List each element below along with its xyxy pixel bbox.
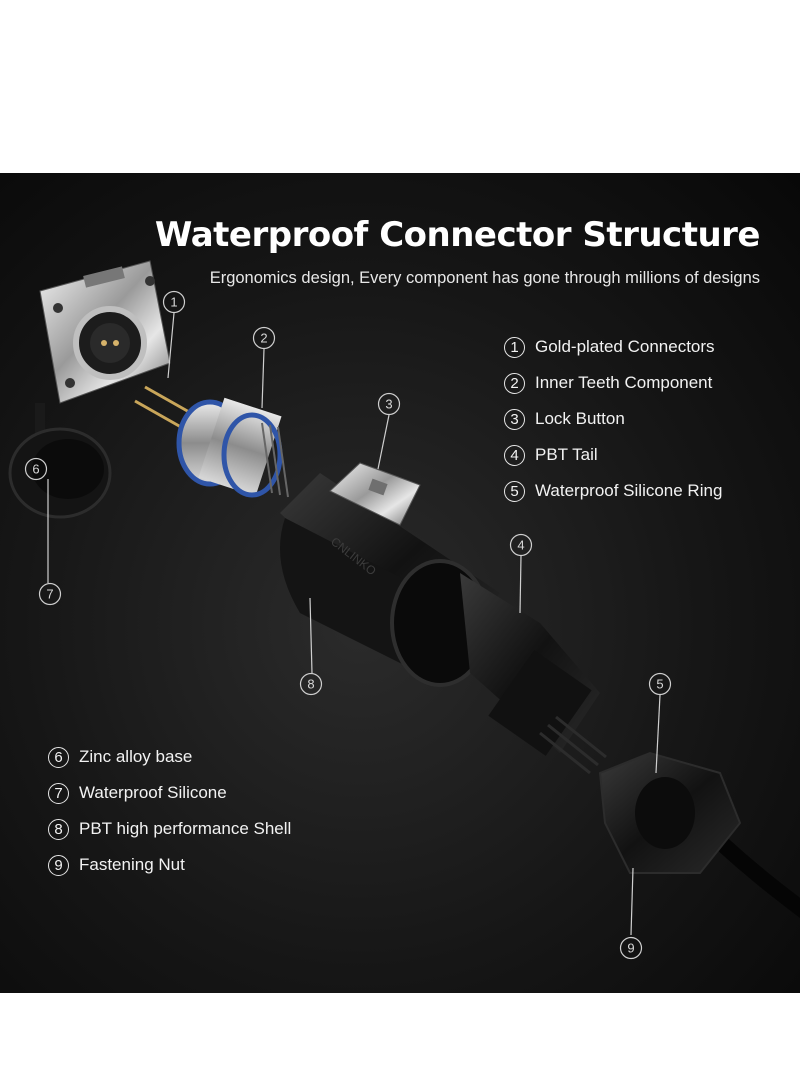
- callout-4: 4: [509, 533, 533, 557]
- legend-item: 7 Waterproof Silicone: [48, 775, 291, 811]
- legend-number: 1: [504, 336, 525, 358]
- legend-label: Zinc alloy base: [79, 747, 193, 766]
- callout-5: 5: [648, 672, 672, 696]
- legend-label: Inner Teeth Component: [535, 373, 713, 392]
- legend-number: 4: [504, 444, 525, 466]
- legend-label: PBT Tail: [535, 445, 598, 464]
- legend-label: Gold-plated Connectors: [535, 337, 715, 356]
- callout-leaders: [47, 312, 661, 936]
- svg-text:8: 8: [307, 677, 314, 692]
- page-title: Waterproof Connector Structure: [154, 215, 761, 255]
- waterproof-silicone-cap: [8, 403, 112, 519]
- legend-label: PBT high performance Shell: [79, 819, 292, 838]
- legend-number: 9: [48, 854, 69, 876]
- svg-text:6: 6: [32, 462, 39, 477]
- legend-top: 1 Gold-plated Connectors 2 Inner Teeth Com…: [504, 329, 722, 509]
- svg-text:1: 1: [170, 295, 177, 310]
- pbt-shell: CNLINKO: [280, 473, 500, 687]
- legend-item: 5 Waterproof Silicone Ring: [504, 473, 722, 509]
- legend-label: Waterproof Silicone Ring: [535, 481, 723, 500]
- connector-illustration: CNLINKO: [8, 260, 800, 960]
- legend-item: 1 Gold-plated Connectors: [504, 329, 722, 365]
- svg-text:9: 9: [627, 941, 634, 956]
- callout-1: 1: [162, 290, 186, 314]
- legend-number: 5: [504, 480, 525, 502]
- legend-item: 6 Zinc alloy base: [48, 739, 291, 775]
- svg-text:5: 5: [656, 677, 663, 692]
- legend-number: 6: [48, 746, 69, 768]
- legend-item: 9 Fastening Nut: [48, 847, 291, 883]
- zinc-alloy-base: [39, 260, 171, 404]
- product-panel: CNLINKO: [0, 173, 800, 993]
- svg-text:7: 7: [46, 587, 53, 602]
- inner-teeth-component: [176, 397, 289, 498]
- callout-7: 7: [38, 582, 62, 606]
- pbt-tail: [460, 573, 607, 775]
- svg-text:4: 4: [517, 538, 524, 553]
- legend-number: 7: [48, 782, 69, 804]
- callout-8: 8: [299, 672, 323, 696]
- legend-label: Lock Button: [535, 409, 625, 428]
- legend-item: 4 PBT Tail: [504, 437, 722, 473]
- legend-number: 3: [504, 408, 525, 430]
- legend-item: 8 PBT high performance Shell: [48, 811, 291, 847]
- legend-number: 2: [504, 372, 525, 394]
- callout-markers: 1 2 3 4 5 6 7: [24, 290, 672, 960]
- callout-3: 3: [377, 392, 401, 416]
- fastening-nut: [598, 751, 742, 874]
- legend-number: 8: [48, 818, 69, 840]
- callout-6: 6: [24, 457, 48, 481]
- legend-label: Fastening Nut: [79, 855, 185, 874]
- legend-item: 2 Inner Teeth Component: [504, 365, 722, 401]
- legend-item: 3 Lock Button: [504, 401, 722, 437]
- svg-text:2: 2: [260, 331, 267, 346]
- callout-9: 9: [619, 936, 643, 960]
- page-subtitle: Ergonomics design, Every component has g…: [209, 269, 760, 287]
- callout-2: 2: [252, 326, 276, 350]
- lock-button: [329, 462, 421, 526]
- svg-text:3: 3: [385, 397, 392, 412]
- legend-label: Waterproof Silicone: [79, 783, 227, 802]
